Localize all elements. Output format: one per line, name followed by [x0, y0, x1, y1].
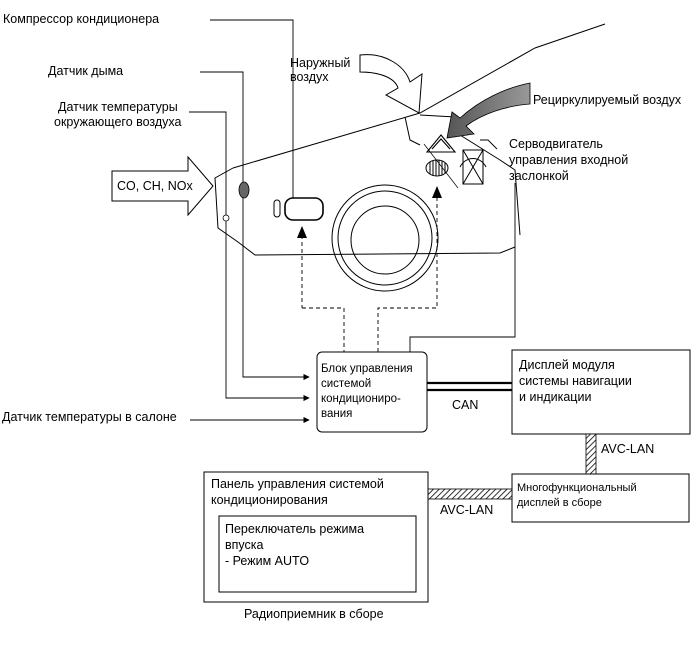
avc-lan-horizontal-bus [427, 488, 513, 500]
outside-air-label-1: Наружный [290, 56, 351, 70]
leader-lines [189, 19, 498, 215]
servo-label-1: Серводвигатель [509, 137, 603, 151]
multi-display-label-2: дисплей в сборе [517, 497, 602, 509]
avc-lan-vertical-bus [585, 433, 597, 475]
ecu-label-4: вания [321, 408, 353, 420]
servo-label-2: управления входной [509, 153, 629, 167]
recirc-air-label: Рециркулируемый воздух [533, 93, 682, 107]
steering-wheel-icon [331, 184, 439, 292]
outside-air-label-2: воздух [290, 70, 329, 84]
switch-label-3: - Режим AUTO [225, 554, 310, 568]
compressor-small-icon [273, 199, 281, 218]
compressor-icon [284, 197, 324, 221]
intake-switch-box [218, 515, 417, 593]
recirc-air-arrow-icon [446, 82, 531, 139]
display-label-1: Дисплей модуля [519, 358, 615, 372]
ecu-label-1: Блок управления [321, 363, 413, 375]
ecu-label-3: кондициониро- [321, 393, 401, 405]
panel-label-2: кондиционирования [211, 493, 328, 507]
display-label-2: системы навигации [519, 374, 632, 388]
servo-label-3: заслонкой [509, 169, 569, 183]
smoke-sensor-icon [238, 181, 250, 199]
can-bus-lines [427, 381, 512, 392]
servo-motor-icon [423, 143, 487, 189]
display-label-3: и индикации [519, 390, 592, 404]
outside-air-arrow-icon [359, 54, 423, 114]
vehicle-outline [214, 23, 606, 256]
avc-lan-horizontal-label: AVC-LAN [440, 503, 494, 517]
radio-label: Радиоприемник в сборе [244, 607, 384, 621]
cabin-temp-label: Датчик температуры в салоне [2, 410, 177, 424]
ambient-temp-sensor-icon [222, 214, 230, 222]
smoke-sensor-label: Датчик дыма [48, 64, 124, 78]
multi-display-label-1: Многофункциональный [517, 482, 637, 494]
switch-label-1: Переключатель режима [225, 522, 365, 536]
intake-damper-icon [425, 134, 457, 153]
gases-arrow-icon [111, 155, 214, 217]
display-module-box [511, 349, 691, 435]
avc-lan-vertical-label: AVC-LAN [601, 442, 655, 456]
panel-label-1: Панель управления системой [211, 477, 384, 491]
signal-arrowheads [297, 186, 442, 238]
dashed-signal-lines [301, 190, 438, 352]
ecu-label-2: системой [321, 378, 372, 390]
sensor-lines [190, 183, 516, 424]
can-label: CAN [452, 398, 479, 412]
compressor-label: Компрессор кондиционера [3, 12, 160, 26]
ambient-temp-label-2: окружающего воздуха [54, 115, 182, 129]
ambient-temp-label-1: Датчик температуры [58, 100, 178, 114]
switch-label-2: впуска [225, 538, 264, 552]
gases-label: CO, CH, NOx [117, 179, 193, 193]
ecu-box [316, 351, 428, 433]
multi-display-box [511, 473, 690, 523]
